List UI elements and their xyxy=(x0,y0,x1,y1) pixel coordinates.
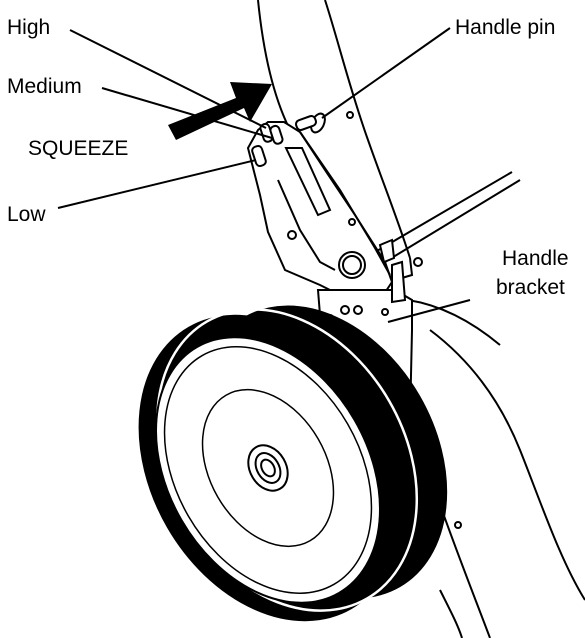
wheel xyxy=(138,305,448,622)
leader-medium xyxy=(101,87,273,139)
leader-low xyxy=(57,159,257,209)
bracket-hole xyxy=(353,305,363,315)
label-handle-bracket-line2: bracket xyxy=(496,276,565,299)
bracket-hole xyxy=(381,308,389,316)
label-high: High xyxy=(7,16,50,39)
bracket-hole xyxy=(340,305,350,315)
label-medium: Medium xyxy=(7,75,82,98)
plate-rivet xyxy=(348,218,356,226)
leader-lines xyxy=(57,27,471,323)
plate-holes xyxy=(287,218,366,279)
label-handle-bracket-line1: Handle xyxy=(502,247,569,270)
handle-pin xyxy=(295,111,354,134)
leader-handle-bracket xyxy=(387,299,471,323)
leader-handle-pin xyxy=(321,27,451,119)
plate-hole xyxy=(287,230,297,240)
leader-high xyxy=(69,29,267,129)
label-handle-pin: Handle pin xyxy=(455,16,555,39)
wheel-hub xyxy=(247,444,289,492)
label-squeeze: SQUEEZE xyxy=(28,137,128,160)
label-low: Low xyxy=(7,203,46,226)
notch-medium xyxy=(269,124,284,145)
squeeze-arrow-icon xyxy=(168,82,272,140)
callout-labels: High Medium SQUEEZE Low Handle pin Handl… xyxy=(7,16,569,299)
